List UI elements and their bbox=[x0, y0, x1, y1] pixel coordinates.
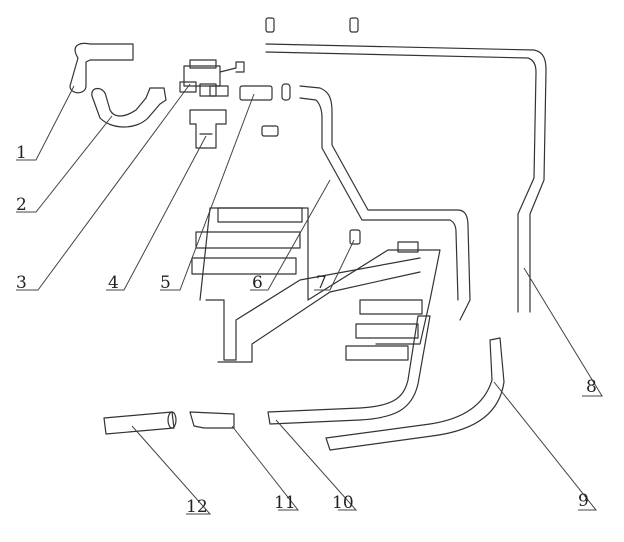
part-2-s-bend-hose bbox=[91, 87, 167, 128]
callout-10: 10 bbox=[332, 493, 354, 513]
callout-4: 4 bbox=[108, 273, 119, 293]
callout-7: 7 bbox=[316, 273, 327, 293]
callout-6: 6 bbox=[252, 273, 263, 293]
clip-parts bbox=[261, 17, 419, 253]
callout-2: 2 bbox=[16, 195, 27, 215]
callout-5: 5 bbox=[160, 273, 171, 293]
part-7-tank bbox=[191, 207, 441, 363]
part-12-straight-tube bbox=[103, 411, 177, 435]
part-6-bent-pipe bbox=[299, 85, 471, 321]
callout-11: 11 bbox=[274, 493, 296, 513]
part-10-curved-hose bbox=[267, 315, 431, 425]
part-9-curved-hose bbox=[325, 337, 505, 451]
callout-12: 12 bbox=[186, 497, 208, 517]
part-1-elbow-hose bbox=[69, 42, 134, 94]
part-4-bracket bbox=[189, 109, 227, 149]
callout-1: 1 bbox=[16, 143, 27, 163]
callout-8: 8 bbox=[586, 377, 597, 397]
callout-3: 3 bbox=[16, 273, 27, 293]
part-8-long-rod bbox=[265, 43, 547, 313]
leader-lines bbox=[16, 83, 603, 515]
part-3-valve-assembly bbox=[179, 59, 245, 97]
part-5-short-tube bbox=[239, 85, 273, 101]
part-11-coupling bbox=[189, 411, 235, 429]
callout-9: 9 bbox=[578, 491, 589, 511]
